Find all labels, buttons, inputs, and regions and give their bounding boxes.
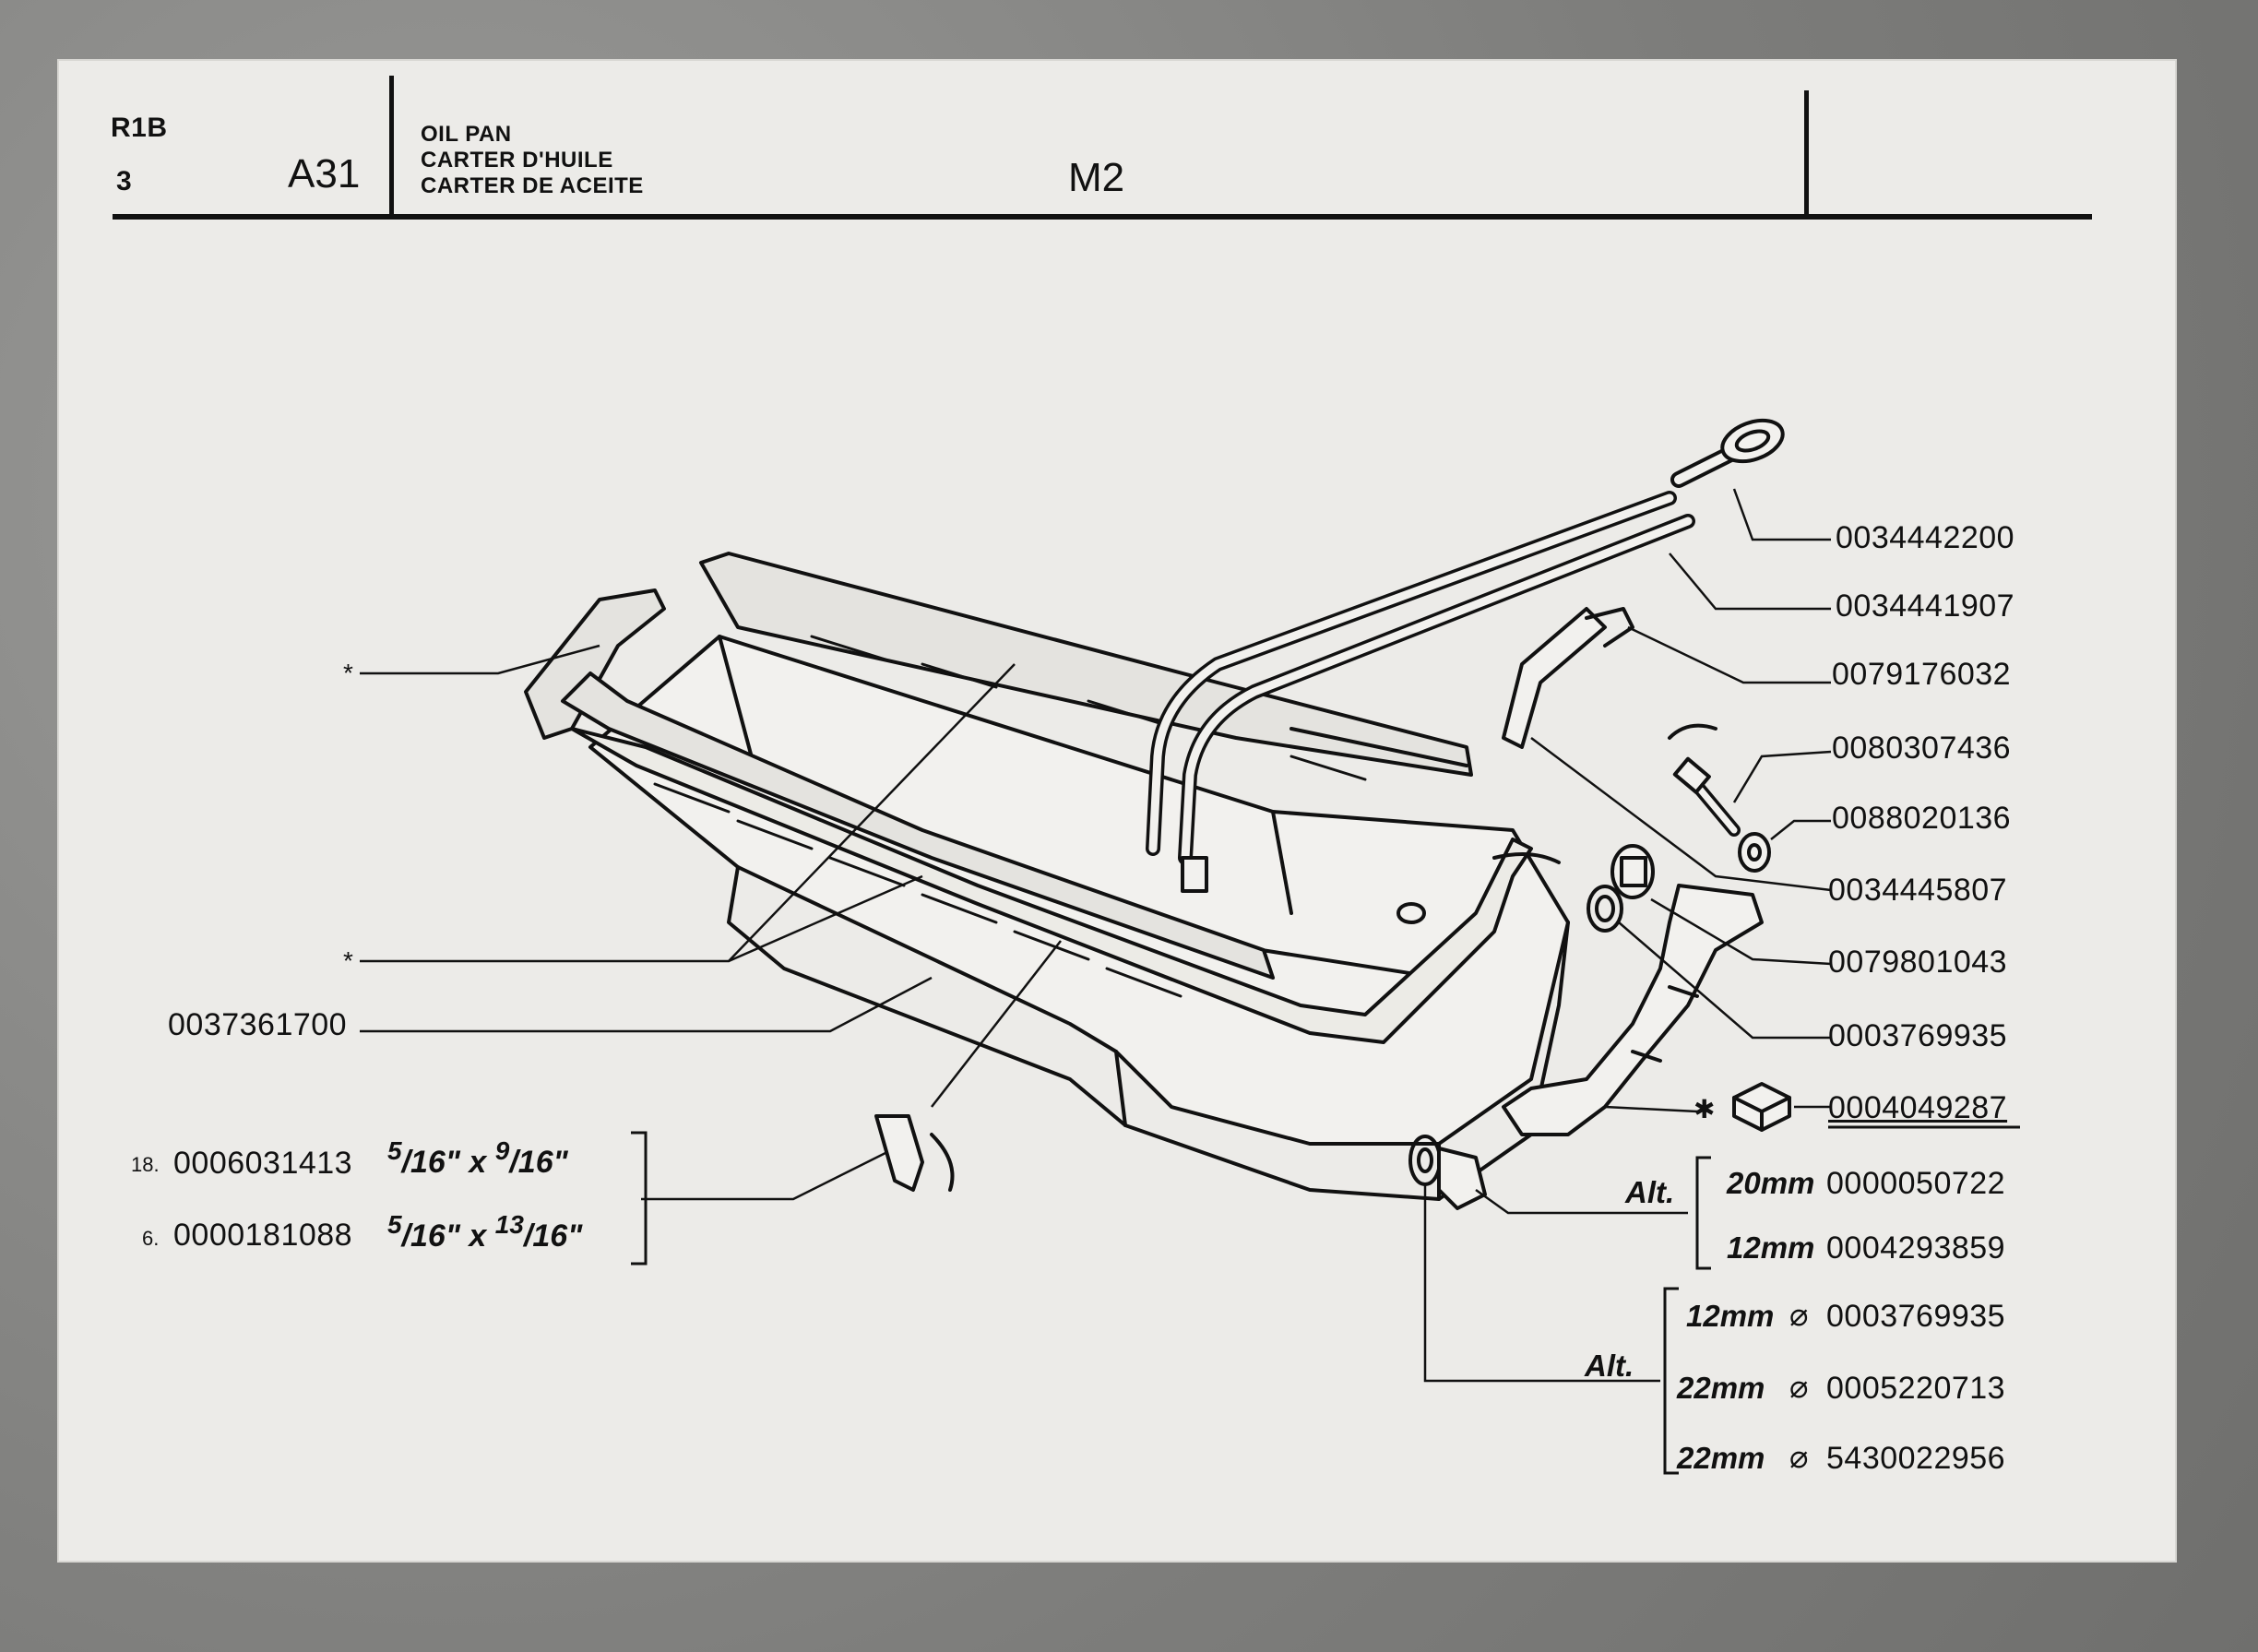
bolt-size-1: 5/16" x 9/16": [387, 1136, 568, 1180]
part-number-nut: 0088020136: [1832, 801, 2012, 836]
dipstick-handle: [1670, 418, 1785, 488]
oil-pickup: [1502, 884, 1764, 1136]
part-number-clip: 0079176032: [1832, 657, 2012, 692]
bolt-qty-2: 6.: [142, 1227, 160, 1250]
diameter-icon: ⌀: [1789, 1298, 1809, 1333]
washer-size-2: 22mm: [1677, 1371, 1765, 1405]
leader-p9-left: [1604, 1105, 1698, 1113]
star-marker-1: *: [343, 659, 353, 687]
star-marker-2: *: [343, 946, 353, 975]
diameter-icon: ⌀: [1789, 1370, 1809, 1405]
drain-plug-alt-label: Alt.: [1625, 1175, 1675, 1209]
front-gasket: [561, 671, 1533, 1044]
leader-p3: [1627, 625, 1831, 684]
leader-bolts: [641, 1151, 886, 1201]
breather-cap: [1610, 844, 1655, 899]
title-en: OIL PAN: [421, 122, 512, 147]
dipstick-tube: [1146, 491, 1695, 893]
section-code: M2: [1068, 155, 1125, 200]
header-rule: [113, 214, 2092, 220]
leader-p7: [1650, 897, 1832, 966]
drain-plug-brace: [1695, 1156, 1711, 1270]
header-divider-1: [389, 76, 394, 214]
leader-p2: [1669, 553, 1831, 611]
leader-p8: [1618, 921, 1831, 1040]
part-number-bolt: 0080307436: [1832, 731, 2012, 766]
leader-p10: [360, 976, 933, 1033]
bolt-qty-1: 18.: [131, 1153, 160, 1176]
washer-part-3: 5430022956: [1826, 1441, 2006, 1476]
part-number-bracket: 0034445807: [1828, 873, 2008, 908]
upper-gasket: [699, 552, 1473, 777]
leader-star-1: [360, 644, 600, 675]
leader-p1: [1732, 488, 1831, 541]
model-code: R1B: [111, 113, 168, 143]
part-number-breather: 0079801043: [1828, 945, 2008, 980]
leader-p6: [1530, 737, 1832, 892]
gasket-slots: [653, 635, 1367, 998]
leader-drain-plug: [1475, 1188, 1688, 1215]
washer-size-1: 12mm: [1686, 1299, 1775, 1333]
washer-part-1: 0003769935: [1826, 1299, 2006, 1334]
variant-code: 3: [116, 166, 133, 196]
bolt-part-1: 0006031413: [173, 1146, 353, 1181]
title-fr: CARTER D'HUILE: [421, 148, 613, 172]
bolt-part-2: 0000181088: [173, 1218, 353, 1253]
breather-washer: [1587, 885, 1623, 933]
title-es: CARTER DE ACEITE: [421, 173, 644, 198]
leader-bolt-hole: [931, 940, 1062, 1108]
part-number-oil-pan: 0037361700: [168, 1007, 348, 1042]
part-number-washer: 0003769935: [1828, 1018, 2008, 1053]
tube-bracket: [1502, 607, 1634, 749]
pan-bolt: [874, 1114, 955, 1192]
washer-size-3: 22mm: [1677, 1441, 1765, 1475]
diameter-icon: ⌀: [1789, 1440, 1809, 1475]
bracket-nut: [1738, 832, 1771, 873]
leader-drain-washer: [1423, 1185, 1660, 1383]
drain-plug-part-1: 0000050722: [1826, 1166, 2006, 1201]
oil-pan: [588, 635, 1570, 1201]
group-code: A31: [288, 151, 361, 196]
leader-star-2b: [728, 874, 923, 963]
bracket-bolt: [1672, 756, 1741, 837]
washer-brace: [1663, 1287, 1679, 1475]
drain-plug-part-2: 0004293859: [1826, 1230, 2006, 1266]
side-gasket-left: [524, 588, 666, 740]
star-marker-3: ✱: [1694, 1095, 1716, 1123]
pickup-screen: [1732, 1082, 1791, 1132]
drain-plug-size-2: 12mm: [1727, 1230, 1815, 1265]
part-number-dipstick: 0034442200: [1836, 520, 2015, 555]
header-divider-2: [1804, 90, 1809, 220]
bolt-brace: [631, 1131, 648, 1266]
drain-plug: [1437, 1147, 1487, 1210]
part-number-dipstick-tube: 0034441907: [1836, 588, 2015, 624]
washer-part-2: 0005220713: [1826, 1371, 2006, 1406]
leader-p4: [1732, 750, 1832, 803]
drain-plug-size-1: 20mm: [1727, 1166, 1815, 1200]
washer-alt-label: Alt.: [1585, 1349, 1634, 1383]
bolt-size-2: 5/16" x 13/16": [387, 1210, 583, 1254]
leader-p5: [1770, 819, 1831, 840]
part-number-screen: 0004049287: [1828, 1090, 2008, 1125]
